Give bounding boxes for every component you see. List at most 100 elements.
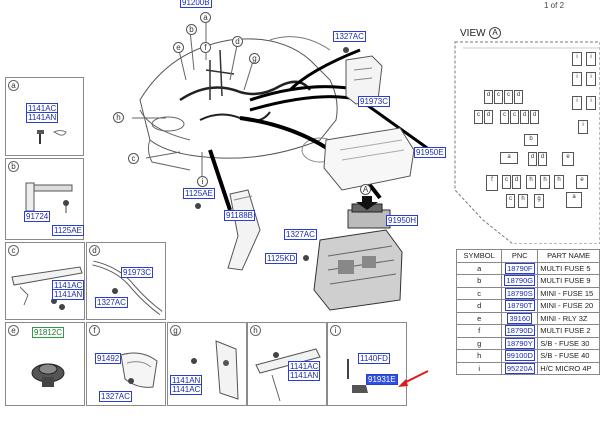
callout-view-a: A (360, 184, 371, 195)
fuse-cell[interactable]: d (530, 110, 539, 124)
table-row[interactable]: b 18790G MULTI FUSE 9 (455, 274, 600, 288)
pnc-label[interactable]: 1141AN (52, 289, 85, 300)
symbol-cell: d (455, 299, 503, 313)
callout-d: d (232, 36, 243, 47)
fuse-cell[interactable]: g (534, 194, 544, 208)
table-row[interactable]: h 99100D S/B - FUSE 40 (455, 349, 600, 363)
fuse-cell[interactable]: d (514, 90, 523, 104)
fuse-cell[interactable]: h (518, 194, 528, 208)
pnc-label-highlighted[interactable]: 91931E (366, 374, 398, 385)
fuse-cell[interactable]: c (494, 90, 503, 104)
pnc-cell[interactable]: 18790S (501, 286, 539, 300)
pnc-label-main[interactable]: 91188B (224, 210, 255, 221)
fuse-cell[interactable]: i (578, 120, 588, 134)
fuse-cell[interactable]: i (572, 72, 582, 86)
clip-part-icon (347, 359, 368, 393)
fuse-cell[interactable]: d (528, 152, 537, 166)
pnc-cell[interactable]: 39160 (501, 311, 539, 325)
fuse-cell[interactable]: d (512, 175, 521, 189)
pnc-label[interactable]: 1141AN (26, 112, 59, 123)
fuse-cell[interactable]: c (510, 110, 519, 124)
fuse-cell[interactable]: d (484, 90, 493, 104)
pnc-label-main[interactable]: 1125AE (183, 188, 215, 199)
pnc-label-main[interactable]: 91200B (180, 0, 212, 8)
fuse-cell[interactable]: c (500, 110, 509, 124)
part-name-cell: MINI - FUSE 20 (537, 299, 600, 313)
column-header: PART NAME (537, 249, 600, 263)
fuse-cell[interactable]: a (566, 192, 582, 208)
fuse-cell[interactable]: c (474, 110, 483, 124)
callout-b: b (186, 24, 197, 35)
part-name-cell: MULTI FUSE 9 (537, 274, 600, 288)
pnc-label[interactable]: 1125AE (52, 225, 84, 236)
symbol-table: SYMBOL PNC PART NAME a 18790F MULTI FUSE… (455, 249, 600, 375)
pnc-label[interactable]: 1140FD (358, 353, 390, 364)
pnc-cell[interactable]: 18790Y (501, 336, 539, 350)
pnc-cell[interactable]: 99100D (501, 349, 539, 363)
fuse-cell[interactable]: b (524, 134, 538, 146)
table-row[interactable]: e 39160 MINI - RLY 3Z (455, 311, 600, 325)
fuse-cell[interactable]: c (504, 90, 513, 104)
table-row[interactable]: c 18790S MINI - FUSE 15 (455, 286, 600, 300)
fuse-cell[interactable]: i (572, 52, 582, 66)
symbol-cell: b (455, 274, 503, 288)
detail-panel-g: g 1141AN 1141AC (167, 322, 247, 406)
pnc-label[interactable]: 1141AC (170, 384, 203, 395)
fuse-cell[interactable]: e (576, 175, 588, 189)
pnc-cell[interactable]: 18790F (501, 261, 539, 275)
cover-part-icon (120, 352, 158, 388)
pnc-label-main[interactable]: 1327AC (333, 31, 366, 42)
fuse-cell[interactable]: f (486, 175, 498, 191)
pnc-cell[interactable]: 18790D (501, 324, 539, 338)
fuse-cell[interactable]: d (520, 110, 529, 124)
pnc-cell[interactable]: 18790T (501, 299, 539, 313)
pnc-label[interactable]: 1327AC (95, 297, 128, 308)
red-arrow-icon (398, 370, 429, 387)
pnc-label-main[interactable]: 1327AC (284, 229, 317, 240)
fuse-cell[interactable]: h (526, 175, 536, 189)
fuse-box-layout (454, 41, 600, 244)
part-name-cell: MINI - FUSE 15 (537, 286, 600, 300)
pnc-label[interactable]: 91812C (32, 327, 65, 338)
fuse-cell[interactable]: e (562, 152, 574, 166)
fuse-cell[interactable]: i (586, 52, 596, 66)
fuse-cell[interactable]: i (572, 96, 582, 110)
wire-protector-icon (92, 260, 163, 315)
pnc-label[interactable]: 91973C (121, 267, 154, 278)
fuse-cell[interactable]: h (554, 175, 564, 189)
fuse-cell[interactable]: d (484, 110, 493, 124)
panel-letter: i (330, 325, 341, 336)
pnc-label-main[interactable]: 91973C (358, 96, 391, 107)
table-row[interactable]: g 18790Y S/B - FUSE 30 (455, 336, 600, 350)
pnc-label-main[interactable]: 91950H (386, 215, 419, 226)
engine-bay-illustration (132, 18, 431, 311)
fuse-cell[interactable]: i (586, 72, 596, 86)
fuse-cell[interactable]: a (500, 152, 518, 164)
detail-panel-d: d 91973C 1327AC (86, 242, 166, 320)
pnc-cell[interactable]: 18790G (501, 274, 539, 288)
pnc-label[interactable]: 91492 (95, 353, 122, 364)
bracket-part-icon (25, 182, 73, 213)
pnc-label[interactable]: 1141AN (288, 370, 321, 381)
pnc-label-main[interactable]: 91950E (414, 147, 446, 158)
fuse-cell[interactable]: i (586, 96, 596, 110)
table-row[interactable]: a 18790F MULTI FUSE 5 (455, 261, 600, 275)
part-name-cell: H/C MICRO 4P (537, 361, 600, 375)
fuse-cell[interactable]: c (506, 194, 515, 208)
column-header: PNC (501, 249, 539, 263)
fuse-cell[interactable]: d (538, 152, 547, 166)
pnc-label[interactable]: 1327AC (99, 391, 132, 402)
table-row[interactable]: f 18790D MULTI FUSE 2 (455, 324, 600, 338)
panel-letter: c (8, 245, 19, 256)
view-title: VIEW (460, 28, 486, 39)
fuse-cell[interactable]: h (540, 175, 550, 189)
symbol-cell: c (455, 286, 503, 300)
table-row[interactable]: i 95220A H/C MICRO 4P (455, 361, 600, 375)
pnc-label[interactable]: 91724 (24, 211, 51, 222)
pnc-label-main[interactable]: 1125KD (265, 253, 298, 264)
symbol-cell: h (455, 349, 503, 363)
panel-letter: f (89, 325, 100, 336)
table-row[interactable]: d 18790T MINI - FUSE 20 (455, 299, 600, 313)
fuse-cell[interactable]: c (502, 175, 511, 189)
pnc-cell[interactable]: 95220A (501, 361, 539, 375)
